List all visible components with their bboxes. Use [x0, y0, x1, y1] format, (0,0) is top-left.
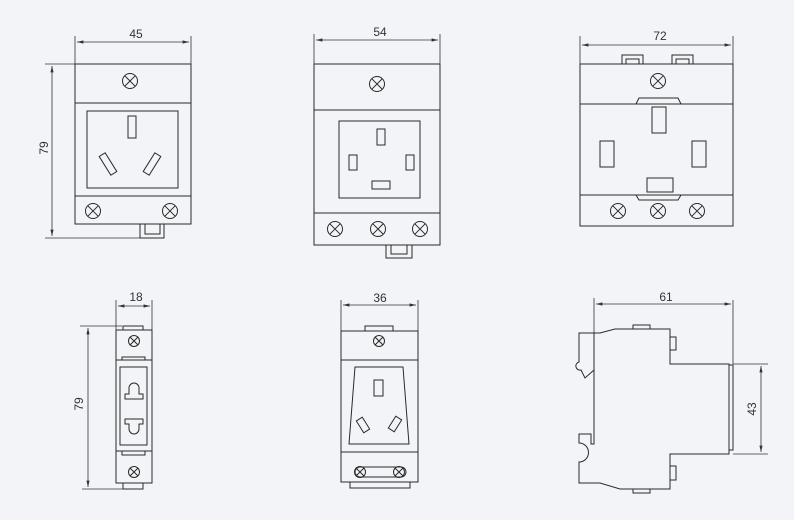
screw-icon: [85, 203, 101, 219]
screw-icon: [650, 73, 666, 89]
height-dimension-label: 43: [745, 402, 759, 416]
width-dimension-label: 54: [373, 25, 387, 39]
width-dimension-label: 45: [129, 27, 143, 41]
screw-icon: [689, 203, 705, 219]
socket-54-front-view: 54: [313, 25, 441, 259]
depth-dimension-label: 61: [659, 290, 673, 304]
socket-18-front-view: 18 79: [72, 290, 153, 490]
screw-icon: [650, 203, 666, 219]
screw-icon: [128, 335, 140, 347]
screw-icon: [373, 335, 385, 347]
outlet-slot-icon: [124, 418, 144, 435]
screw-icon: [162, 203, 178, 219]
socket-45-front-view: 45 79: [37, 27, 192, 239]
outlet-slot-icon: [124, 382, 144, 400]
height-dimension-label: 79: [37, 141, 51, 155]
side-view: 61 43: [575, 290, 768, 494]
screw-icon: [128, 466, 140, 478]
width-dimension-label: 36: [373, 291, 387, 305]
screw-icon: [369, 76, 385, 92]
screw-icon: [327, 221, 343, 237]
screw-icon: [122, 73, 138, 89]
height-dimension-label: 79: [72, 397, 86, 411]
socket-72-front-view: 72: [579, 29, 734, 227]
screw-icon: [393, 466, 405, 478]
screw-icon: [610, 203, 626, 219]
width-dimension-label: 18: [129, 290, 143, 304]
screw-icon: [370, 221, 386, 237]
socket-36-front-view: 36: [340, 291, 419, 489]
screw-icon: [354, 466, 366, 478]
width-dimension-label: 72: [653, 29, 667, 43]
screw-icon: [412, 221, 428, 237]
